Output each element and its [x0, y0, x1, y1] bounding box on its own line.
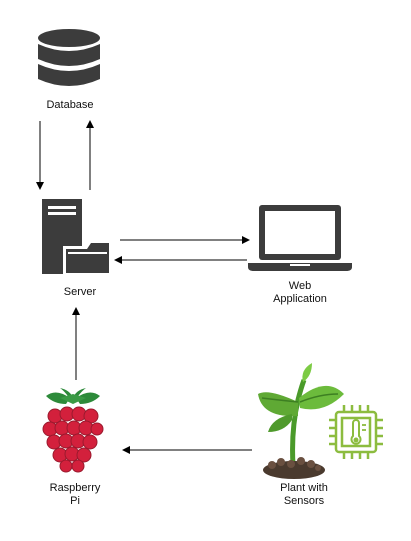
database-label: Database	[46, 99, 94, 111]
raspberry-icon	[42, 388, 104, 473]
raspberry-pi-label: Raspberry Pi	[49, 482, 101, 507]
database-icon	[38, 29, 100, 86]
laptop-icon	[248, 205, 352, 271]
server-icon	[42, 199, 112, 276]
plant-with-sensors-label: Plant with Sensors	[280, 482, 328, 507]
server-label: Server	[63, 286, 97, 298]
temperature-sensor-chip-icon	[329, 405, 383, 459]
plant-icon	[258, 363, 344, 479]
web-application-label: Web Application	[273, 280, 327, 305]
sensor-bulb	[353, 437, 359, 443]
